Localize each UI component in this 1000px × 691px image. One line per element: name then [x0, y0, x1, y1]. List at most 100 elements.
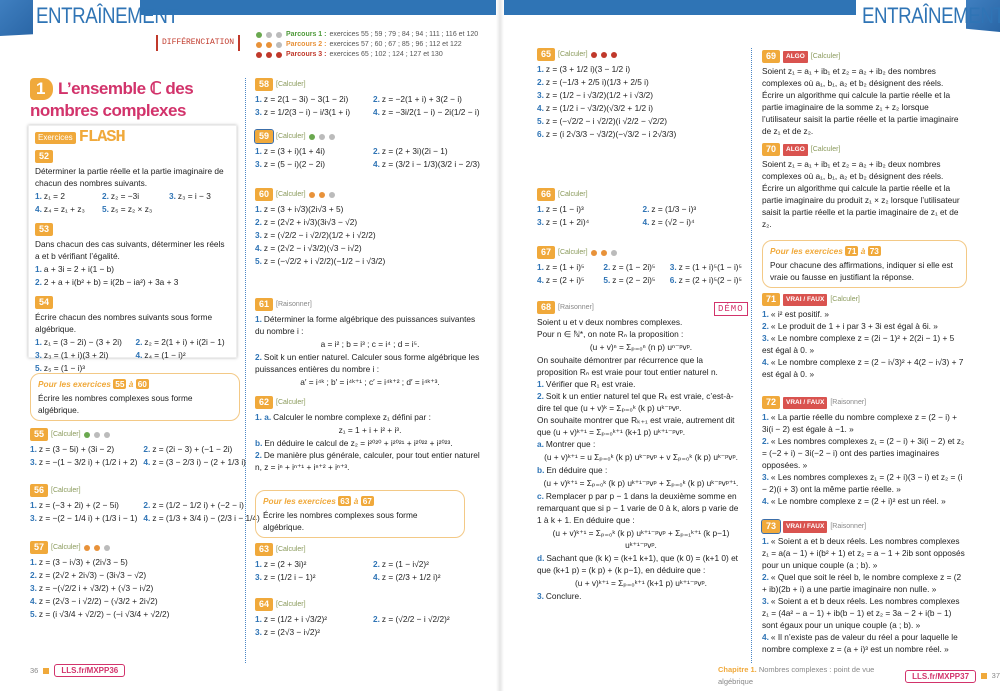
question-text: 3.« Soient a et b deux réels. Les nombre…: [762, 595, 967, 631]
question-item: 3.z₃ = (1 + i)(3 + 2i): [35, 349, 130, 361]
question-item: 2.z = (√2/2 − i √2/2)²: [373, 613, 485, 625]
question-number: 1.: [255, 614, 262, 624]
question-number: 3.: [255, 572, 262, 582]
lls-link[interactable]: LLS.fr/MXPP37: [905, 669, 977, 683]
question-item: 1.a + 3i = 2 + i(1 − b): [35, 263, 230, 275]
level-dot-icon: [256, 42, 262, 48]
differenciation-stamp: DIFFÉRENCIATION: [156, 35, 241, 51]
level-dot-icon: [103, 431, 110, 438]
text: « Les nombres complexes z₁ = (2 − i) + 3…: [762, 436, 965, 470]
question-item: 5.z = (i √3/4 + √2/2) − (−i √3/4 + √2/2): [30, 608, 240, 620]
exercise-number: 54: [35, 296, 54, 309]
question-number: 4.: [255, 243, 262, 253]
question-number: 4.: [143, 513, 151, 523]
formula: (u + v)ᵏ⁺¹ = u Σₚ₌₀ᵏ (k p) uᵏ⁻ᵖvᵖ + v Σₚ…: [537, 451, 745, 463]
question-number: 4.: [30, 596, 37, 606]
question-item: 1.z₁ = (3 − 2i) − (3 + 2i): [35, 336, 130, 348]
instruction-sep: à: [860, 246, 866, 256]
expression: z = (2 + 3i)(2i − 1): [381, 146, 448, 156]
question-number: 4.: [135, 350, 143, 360]
exercise-number: 72: [762, 396, 781, 409]
expression: z = (√2/2 − i √2/2)(1/2 + i √2/2): [263, 230, 376, 240]
question-list: 1.z = (−3 + 2i) + (2 − 5i)2.z = (1/2 − 1…: [30, 499, 260, 524]
question-text: c.Remplacer p par p − 1 dans la deuxième…: [537, 490, 745, 526]
question-item: 2.z = −2(1 + i) + 3(2 − i): [373, 93, 485, 105]
question-item: 1.z = 2(1 − 3i) − 3(1 − 2i): [255, 93, 367, 105]
column-divider: [245, 78, 246, 663]
flash-tag: Exercices: [35, 132, 76, 144]
question-number: 5.: [102, 204, 109, 214]
expression: z₅ = (1 − i)³: [43, 363, 86, 373]
question-number: 3.: [30, 513, 37, 523]
question-text: Soient u et v deux nombres complexes.: [537, 316, 745, 328]
lls-link[interactable]: LLS.fr/MXPP36: [54, 664, 126, 677]
skill-label: [Calculer]: [276, 398, 306, 406]
question-item: 4.z₄ = (1 − i)²: [136, 349, 231, 361]
expression: z = (−√2/2 + i √2/2)(−1/2 − i √3/2): [263, 256, 386, 266]
expression: z = (i √3/4 + √2/2) − (−i √3/4 + √2/2): [38, 609, 170, 619]
text: Soit k un entier naturel tel que Rₖ est …: [537, 391, 734, 413]
corner-decoration-right: [966, 0, 1000, 32]
question-item: 1.z₁ = 2: [35, 190, 96, 202]
question-number: 4.: [373, 159, 380, 169]
question-number: 1.: [255, 559, 262, 569]
question-item: 1.z = (3 − i√3) + (2i√3 − 5): [30, 556, 240, 568]
question-text: 3.Conclure.: [537, 590, 745, 602]
text: « Le nombre complexe z = (2 + i)² est un…: [770, 496, 946, 506]
question-number: 4.: [537, 275, 544, 285]
text: « Les nombres complexes z₁ = (2 + i)(3 −…: [762, 472, 963, 494]
exercise-number: 58: [255, 78, 274, 91]
expression: z₃ = (1 + i)(3 + 2i): [43, 350, 109, 360]
question-number: c.: [537, 491, 544, 501]
footer-right: Chapitre 1. Nombres complexes : point de…: [718, 664, 1000, 688]
question-list: 1.z = (3 + i√3)(2i√3 + 5)2.z = (2√2 + i√…: [255, 203, 485, 267]
question-number: 2.: [35, 277, 42, 287]
instruction-prefix: Pour les exercices: [263, 496, 336, 506]
formula: (u + v)ᵏ⁺¹ = Σₚ₌₀ᵏ⁺¹ (k+1 p) uᵏ⁺¹⁻ᵖvᵖ.: [537, 577, 745, 589]
question-list: 1.z = (3 + i)(1 + 4i)2.z = (2 + 3i)(2i −…: [255, 145, 485, 170]
text: « Quel que soit le réel b, le nombre com…: [762, 572, 962, 594]
text: En déduire le calcul de z₂ = i²⁰²⁰ + i²⁰…: [264, 438, 453, 448]
exercise-number: 57: [30, 541, 49, 554]
question-item: 4.z₄ = z₁ + z₃: [35, 203, 96, 215]
level-dot-icon: [83, 544, 90, 551]
skill-label: [Calculer]: [830, 295, 860, 303]
skill-label: [Calculer]: [51, 486, 81, 494]
parcours-row: Parcours 1 : exercices 55 ; 59 ; 79 ; 84…: [256, 30, 478, 40]
question-number: 5.: [30, 609, 37, 619]
question-number: 2.: [255, 450, 262, 460]
question-item: 2.z = (1/3 − i)³: [643, 203, 743, 215]
section-title-left: ENTRAÎNEMENT: [36, 3, 179, 28]
question-item: 6.z = (2 + i)⁵(2 − i)⁵: [670, 274, 742, 286]
question-item: 3.z₃ = i − 3: [169, 190, 230, 202]
text: « Soient a et b deux réels. Les nombres …: [762, 596, 960, 630]
question-number: 3.: [669, 262, 677, 272]
expression: z = (3/2 i − 1/3)(3/2 i − 2/3): [381, 159, 480, 169]
question-item: 2.z = (1 − 2i)⁵: [603, 261, 663, 273]
question-text: Déterminer la partie réelle et la partie…: [35, 165, 230, 189]
question-text: b.En déduire que :: [537, 464, 745, 476]
question-item: 3.z = (1/2 − i √3/2)(1/2 + i √3/2): [537, 89, 742, 101]
question-number: 2.: [30, 570, 37, 580]
text: Montrer que :: [545, 439, 596, 449]
exercise-ref: 73: [867, 246, 881, 256]
exercise-number: 53: [35, 223, 54, 236]
question-text: Soient z₁ = a₁ + ib₁ et z₂ = a₂ + ib₂ de…: [762, 65, 967, 89]
question-item: 1.z = (3 + i√3)(2i√3 + 5): [255, 203, 485, 215]
exercise-61: 61[Raisonner]1.Déterminer la forme algéb…: [255, 298, 485, 389]
question-list: 1.z = (3 − 5i) + (3i − 2)2.z = (2i − 3) …: [30, 443, 246, 468]
formula: a = i² ; b = i³ ; c = i⁴ ; d = i⁵.: [255, 338, 485, 350]
question-number: 3.: [537, 217, 544, 227]
question-number: 1.: [537, 379, 544, 389]
expression: z = (−1/3 + 2/5 i)(1/3 + 2/5 i): [545, 77, 649, 87]
question-number: 3.: [30, 457, 37, 467]
question-number: 1.: [255, 94, 262, 104]
text: Vérifier que R₁ est vraie.: [545, 379, 636, 389]
question-text: 3.« Le nombre complexe z = (2i − 1)² + 2…: [762, 332, 967, 356]
